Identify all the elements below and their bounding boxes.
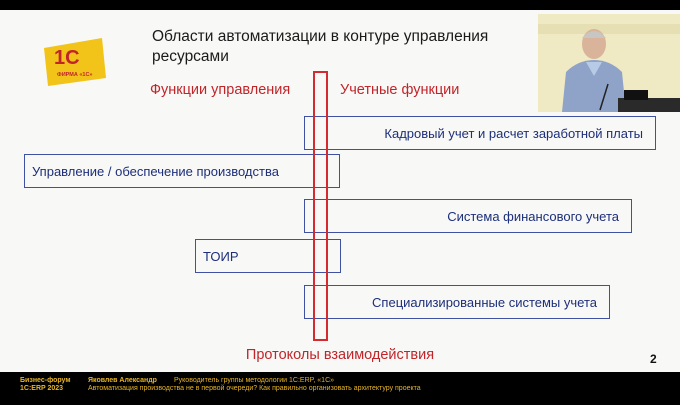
financial-accounting-box: Система финансового учета (304, 199, 632, 233)
speaker-figure-icon (538, 14, 680, 112)
interaction-divider (313, 71, 328, 341)
toir-box: ТОИР (195, 239, 341, 273)
management-functions-heading: Функции управления (150, 82, 291, 98)
production-management-box: Управление / обеспечение производства (24, 154, 340, 188)
page-number: 2 (650, 352, 657, 366)
lower-third-bar: Бизнес-форум 1С:ERP 2023 Яковлев Алексан… (0, 372, 680, 405)
specialized-accounting-box: Специализированные системы учета (304, 285, 610, 319)
speaker-name: Яковлев Александр (88, 377, 157, 384)
1c-logo-icon: 1С ФИРМА «1С» (44, 38, 106, 86)
accounting-functions-heading: Учетные функции (340, 82, 460, 98)
speaker-role: Руководитель группы методологии 1С:ERP, … (174, 377, 335, 384)
logo-caption: ФИРМА «1С» (57, 72, 92, 78)
forum-label: Бизнес-форум 1С:ERP 2023 (20, 377, 71, 393)
hr-payroll-box: Кадровый учет и расчет заработной платы (304, 116, 656, 150)
speaker-video-feed (538, 14, 680, 112)
forum-edition: 1С:ERP 2023 (20, 385, 64, 392)
talk-title: Автоматизация производства не в первой о… (88, 385, 421, 392)
forum-name: Бизнес-форум (20, 377, 71, 384)
interaction-protocols-label: Протоколы взаимодействия (245, 347, 435, 363)
logo-brand: 1С (54, 47, 80, 69)
slide-title: Области автоматизации в контуре управлен… (152, 28, 489, 65)
presentation-slide: 1С ФИРМА «1С» Области автоматизации в ко… (0, 10, 680, 372)
top-frame (0, 0, 680, 10)
